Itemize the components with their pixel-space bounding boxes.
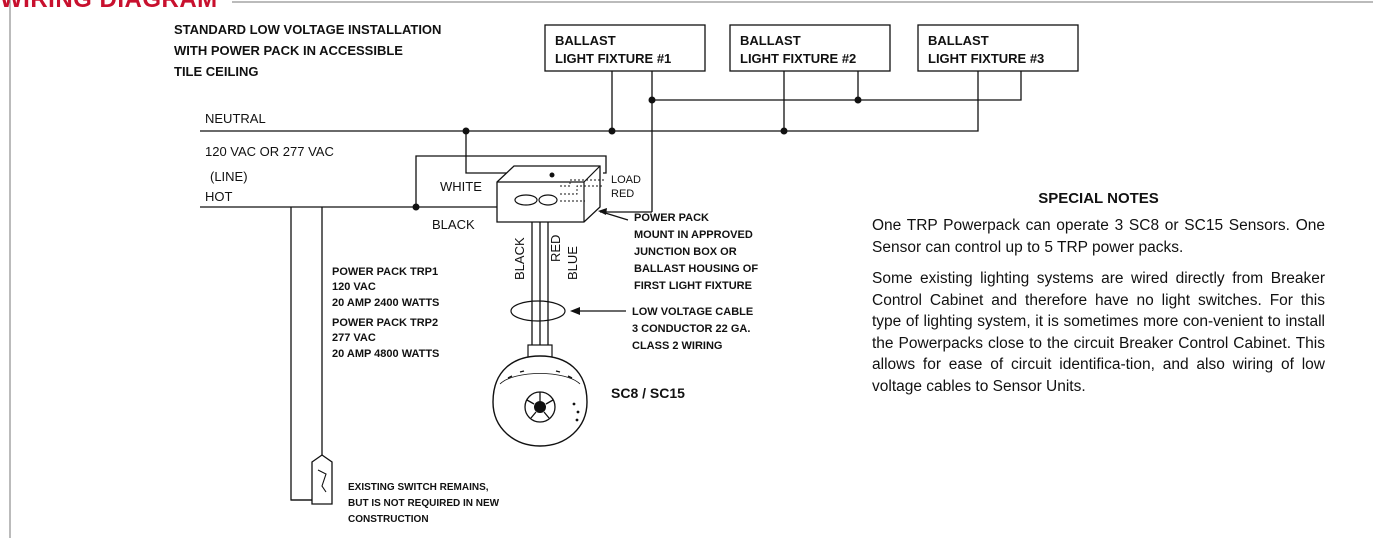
occupancy-sensor-icon (492, 344, 588, 447)
cable-note-line-2: 3 CONDUCTOR 22 GA. (632, 323, 750, 335)
black-top-label: BLACK (432, 217, 475, 232)
install-title-line-1: STANDARD LOW VOLTAGE INSTALLATION (174, 22, 441, 37)
diagram-header-title: WIRING DIAGRAM (0, 0, 218, 14)
hot-label: HOT (205, 189, 233, 204)
fixture-2-box (729, 24, 891, 72)
power-pack-spec-2: 120 VAC (332, 281, 376, 293)
power-pack-spec-1: POWER PACK TRP1 (332, 266, 438, 278)
blue-vertical-label: BLUE (565, 246, 580, 280)
power-pack-spec-3: 20 AMP 2400 WATTS (332, 297, 439, 309)
power-pack-note-line-1: POWER PACK (634, 212, 709, 224)
install-title-line-2: WITH POWER PACK IN ACCESSIBLE (174, 43, 403, 58)
cable-note-line-3: CLASS 2 WIRING (632, 340, 722, 352)
special-notes-paragraph-2: Some existing lighting systems are wired… (872, 270, 1325, 395)
power-pack-spec-4: POWER PACK TRP2 (332, 317, 438, 329)
cable-note-line-1: LOW VOLTAGE CABLE (632, 306, 753, 318)
fixture-1-box (544, 24, 706, 72)
special-notes-paragraph-1: One TRP Powerpack can operate 3 SC8 or S… (872, 217, 1325, 256)
junction-dots (412, 96, 862, 211)
fixture-1-line-1: BALLAST (555, 33, 616, 48)
cable-arrow (570, 307, 626, 315)
power-pack-note-line-4: BALLAST HOUSING OF (634, 263, 758, 275)
power-pack-spec-6: 20 AMP 4800 WATTS (332, 348, 439, 360)
fixture-1-line-2: LIGHT FIXTURE #1 (555, 51, 671, 66)
wall-switch-icon (291, 454, 333, 505)
sensor-label: SC8 / SC15 (611, 385, 685, 401)
fixture-3-box (917, 24, 1079, 72)
special-notes: SPECIAL NOTES One TRP Powerpack can oper… (872, 190, 1325, 407)
cable-ring (510, 300, 566, 322)
switch-note-line-3: CONSTRUCTION (348, 514, 429, 525)
special-notes-title: SPECIAL NOTES (1038, 190, 1159, 207)
red-top-label: RED (611, 188, 634, 200)
fixture-3-line-1: BALLAST (928, 33, 989, 48)
install-title-line-3: TILE CEILING (174, 64, 259, 79)
load-label: LOAD (611, 174, 641, 186)
fixture-2-line-2: LIGHT FIXTURE #2 (740, 51, 856, 66)
fixture-3-line-2: LIGHT FIXTURE #3 (928, 51, 1044, 66)
power-pack-note-line-5: FIRST LIGHT FIXTURE (634, 280, 752, 292)
black-vertical-label: BLACK (512, 237, 527, 280)
power-pack-icon (496, 165, 604, 223)
fixture-2-line-1: BALLAST (740, 33, 801, 48)
power-pack-spec-5: 277 VAC (332, 332, 376, 344)
voltage-label: 120 VAC OR 277 VAC (205, 144, 334, 159)
neutral-label: NEUTRAL (205, 111, 266, 126)
white-label: WHITE (440, 179, 482, 194)
switch-note-line-2: BUT IS NOT REQUIRED IN NEW (348, 498, 500, 509)
red-vertical-label: RED (548, 235, 563, 262)
switch-note-line-1: EXISTING SWITCH REMAINS, (348, 482, 489, 493)
power-pack-note-line-2: MOUNT IN APPROVED (634, 229, 753, 241)
power-pack-arrow (598, 208, 629, 221)
line-label: (LINE) (210, 169, 248, 184)
power-pack-note-line-3: JUNCTION BOX OR (634, 246, 737, 258)
